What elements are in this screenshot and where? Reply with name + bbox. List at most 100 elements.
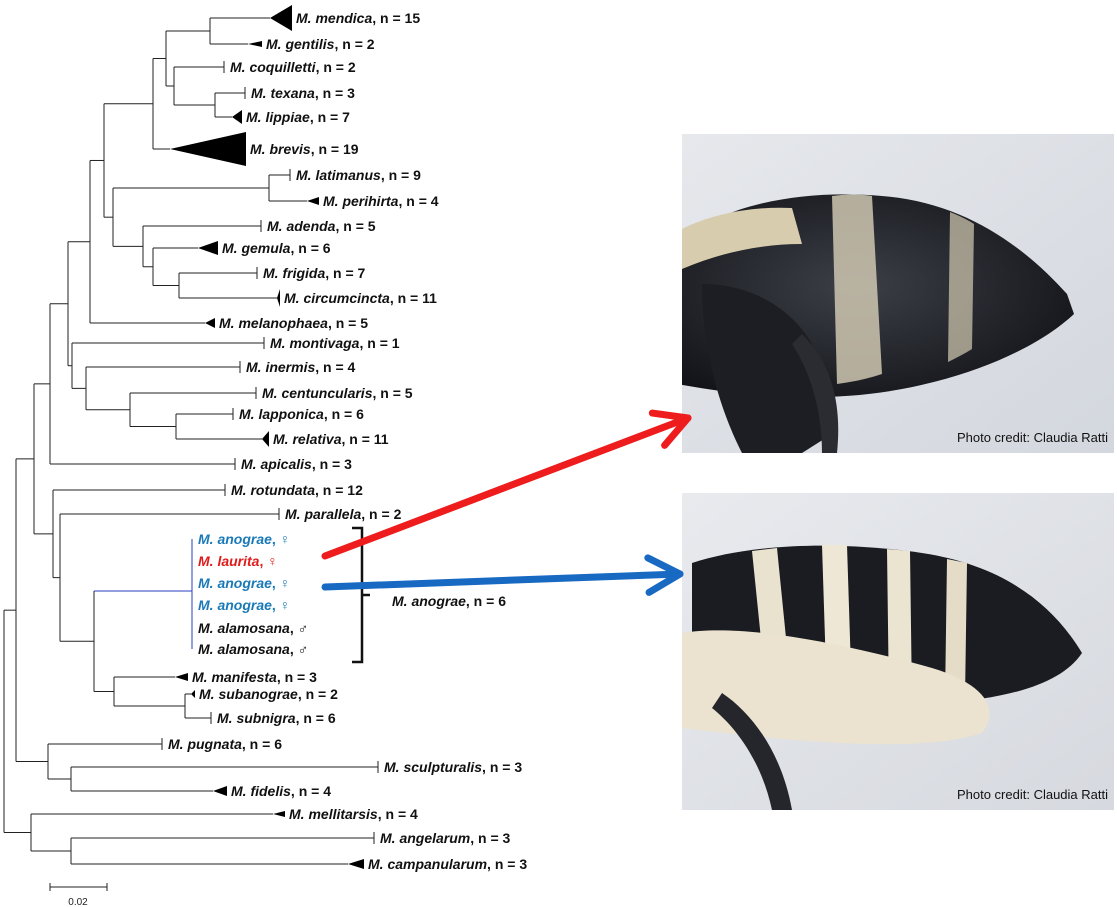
scale-bar-label: 0.02 (68, 897, 88, 907)
taxon-label-montivaga: M. montivaga, n = 1 (270, 335, 400, 351)
taxon-genus: M. (198, 553, 217, 569)
taxon-genus: M. (231, 482, 250, 498)
taxon-species: montivaga (289, 335, 359, 351)
taxon-label-sculpturalis: M. sculpturalis, n = 3 (384, 759, 522, 775)
taxon-label-fidelis: M. fidelis, n = 4 (231, 783, 331, 799)
taxon-genus: M. (246, 109, 265, 125)
taxon-suffix: , n = 12 (315, 482, 363, 498)
taxon-genus: M. (231, 783, 250, 799)
taxon-species: latimanus (315, 167, 381, 183)
taxon-species: alamosana (217, 620, 290, 636)
taxon-genus: M. (296, 167, 315, 183)
taxon-species: parallela (303, 506, 361, 522)
taxon-label-angelarum: M. angelarum, n = 3 (380, 830, 511, 846)
taxon-label-centuncularis: M. centuncularis, n = 5 (262, 385, 413, 401)
taxon-label-mendica: M. mendica, n = 15 (296, 10, 420, 26)
photo-credit: Photo credit: Claudia Ratti (956, 430, 1108, 445)
taxon-species: circumcincta (303, 290, 390, 306)
taxon-species: adenda (286, 218, 335, 234)
collapsed-clade-triangle (191, 690, 195, 698)
taxon-genus: M. (251, 85, 270, 101)
taxon-suffix: , n = 6 (296, 710, 336, 726)
bracket-path (352, 526, 370, 664)
taxon-species: manifesta (211, 669, 277, 685)
taxon-suffix: , n = 6 (290, 240, 330, 256)
taxon-species: frigida (282, 265, 325, 281)
taxon-label-anograe2: M. anograe, ♀ (198, 575, 290, 591)
collapsed-clade-triangle (248, 41, 262, 47)
taxon-genus: M. (168, 736, 187, 752)
taxon-suffix: , n = 4 (315, 359, 355, 375)
taxon-suffix: , n = 11 (342, 431, 389, 447)
taxon-genus: M. (239, 406, 258, 422)
taxon-genus: M. (289, 806, 308, 822)
taxon-species: rotundata (250, 482, 315, 498)
taxon-genus: M. (198, 597, 217, 613)
collapsed-clade-triangle (348, 859, 364, 869)
taxon-label-adenda: M. adenda, n = 5 (267, 218, 376, 234)
taxon-genus: M. (192, 669, 211, 685)
taxon-species: alamosana (217, 641, 290, 657)
collapsed-clade-triangle (307, 197, 319, 205)
taxon-genus: M. (262, 385, 281, 401)
taxon-genus: M. (285, 506, 304, 522)
taxon-suffix: , n = 6 (324, 406, 364, 422)
taxon-label-apicalis: M. apicalis, n = 3 (241, 456, 352, 472)
taxon-species: anograe (217, 531, 272, 547)
taxon-suffix: , n = 2 (316, 59, 356, 75)
taxon-species: laurita (217, 553, 259, 569)
taxon-suffix: , n = 7 (310, 109, 350, 125)
taxon-suffix: , ♀ (272, 575, 290, 591)
taxon-suffix: , n = 3 (482, 759, 522, 775)
taxon-label-subnigra: M. subnigra, n = 6 (217, 710, 336, 726)
taxon-suffix: , n = 2 (361, 506, 401, 522)
taxon-species: inermis (265, 359, 315, 375)
taxon-suffix: , n = 5 (372, 385, 412, 401)
bee-abdomen-image-pale (682, 493, 1114, 810)
taxon-suffix: , n = 6 (242, 736, 282, 752)
taxon-label-melanophaea: M. melanophaea, n = 5 (219, 315, 368, 331)
taxon-suffix: , n = 3 (277, 669, 317, 685)
taxon-label-anograe3: M. anograe, ♀ (198, 597, 290, 613)
taxon-suffix: , n = 5 (328, 315, 368, 331)
collapsed-clade-triangle (273, 811, 285, 817)
taxon-species: perihirta (341, 193, 398, 209)
taxon-suffix: , n = 5 (335, 218, 375, 234)
taxon-label-lippiae: M. lippiae, n = 7 (246, 109, 350, 125)
taxon-species: subnigra (236, 710, 295, 726)
taxon-genus: M. (284, 290, 303, 306)
taxon-genus: M. (267, 218, 286, 234)
taxon-label-inermis: M. inermis, n = 4 (246, 359, 356, 375)
photo-credit: Photo credit: Claudia Ratti (956, 787, 1108, 802)
taxon-label-rotundata: M. rotundata, n = 12 (231, 482, 363, 498)
taxon-suffix: , n = 4 (291, 783, 331, 799)
taxon-label-texana: M. texana, n = 3 (251, 85, 355, 101)
taxon-species: pugnata (186, 736, 242, 752)
bee-abdomen-image-dark (682, 134, 1114, 453)
taxon-suffix: , n = 3 (487, 856, 527, 872)
taxon-species: fidelis (250, 783, 291, 799)
taxon-genus: M. (217, 710, 236, 726)
taxon-genus: M. (230, 59, 249, 75)
taxon-genus: M. (198, 575, 217, 591)
taxon-suffix: , n = 7 (325, 265, 365, 281)
taxon-genus: M. (198, 641, 217, 657)
taxon-species: relativa (292, 431, 341, 447)
taxon-suffix: , ♀ (272, 531, 290, 547)
taxon-label-mellitarsis: M. mellitarsis, n = 4 (289, 806, 418, 822)
taxon-genus: M. (263, 265, 282, 281)
collapsed-clade-triangle (198, 241, 218, 255)
taxon-label-anograe1: M. anograe, ♀ (198, 531, 290, 547)
taxon-species: sculpturalis (403, 759, 482, 775)
taxon-suffix: , n = 3 (312, 456, 352, 472)
photo-laurita: Photo credit: Claudia Ratti (682, 134, 1114, 453)
taxon-suffix: , n = 3 (470, 830, 510, 846)
taxon-label-manifesta: M. manifesta, n = 3 (192, 669, 317, 685)
taxon-suffix: , n = 4 (398, 193, 438, 209)
taxon-species: texana (270, 85, 315, 101)
collapsed-clade-triangle (277, 289, 280, 307)
taxon-label-alamosana2: M. alamosana, ♂ (198, 641, 308, 657)
taxon-label-subanograe: M. subanograe, n = 2 (199, 686, 338, 702)
taxon-suffix: , n = 2 (334, 36, 374, 52)
